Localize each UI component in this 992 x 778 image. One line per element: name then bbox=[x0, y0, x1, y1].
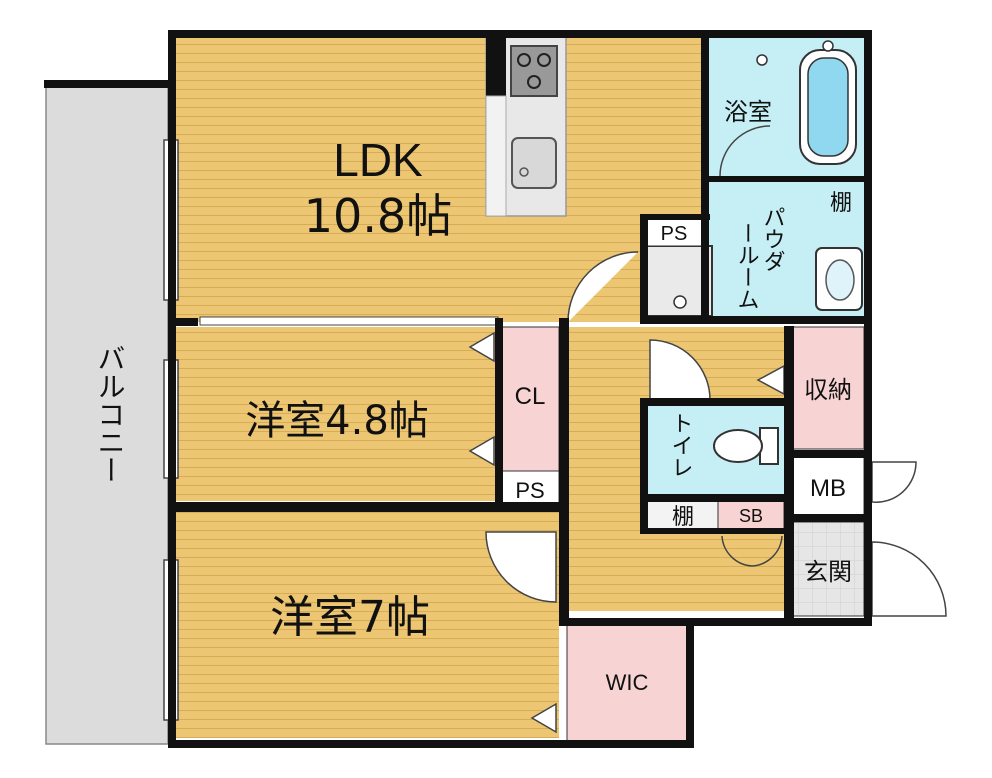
shoe-box-door bbox=[721, 535, 783, 567]
closet-door-mark bbox=[468, 331, 495, 363]
sliding-partition bbox=[199, 316, 499, 326]
pipe-space-lower-label: PS bbox=[515, 478, 544, 503]
walls bbox=[168, 30, 872, 748]
shelf-toilet-label: 棚 bbox=[672, 505, 694, 530]
powder-room-label-line1: パウダ bbox=[760, 206, 785, 272]
toilet-bowl bbox=[713, 429, 763, 463]
ldk-size: 10.8帖 bbox=[304, 189, 452, 243]
sink bbox=[511, 137, 557, 189]
shelf-bath-label: 棚 bbox=[830, 191, 852, 216]
entrance-floor bbox=[791, 521, 865, 617]
ldk-name: LDK bbox=[333, 134, 423, 186]
kitchen-wall-segment bbox=[486, 36, 506, 96]
bathroom-label: 浴室 bbox=[724, 98, 772, 126]
toilet-label: トイレ bbox=[668, 412, 693, 478]
wic-door-mark bbox=[530, 702, 557, 734]
burner-icon bbox=[527, 75, 541, 89]
western-room-1-label: 洋室4.8帖 bbox=[245, 398, 429, 444]
shower-icon bbox=[756, 54, 768, 66]
bathtub-water bbox=[807, 57, 849, 157]
shoe-box-label: SB bbox=[739, 506, 763, 526]
walk-in-closet-box bbox=[566, 623, 688, 743]
shelf-toilet-box bbox=[645, 499, 719, 533]
powder-room-label-line2: ールーム bbox=[734, 222, 759, 310]
pipe-space-upper-label: PS bbox=[661, 223, 688, 245]
walk-in-closet-label: WIC bbox=[606, 670, 649, 695]
bathroom-door-swing bbox=[719, 125, 771, 177]
western-room-2-label: 洋室7帖 bbox=[270, 592, 430, 643]
balcony-area bbox=[45, 83, 169, 745]
western-room-1-floor bbox=[175, 327, 499, 501]
basin-bowl bbox=[825, 259, 855, 301]
counter-edge bbox=[485, 95, 507, 217]
powder-door-swing bbox=[567, 251, 639, 323]
storage-room-box bbox=[791, 326, 865, 450]
burner-icon bbox=[517, 53, 531, 67]
meter-door-swing bbox=[871, 461, 917, 503]
pipe-space-upper-box bbox=[645, 215, 703, 247]
storage-room-label: 収納 bbox=[804, 376, 852, 404]
sink-drain-icon bbox=[519, 167, 529, 177]
ldk-floor bbox=[175, 36, 701, 322]
entrance-label: 玄関 bbox=[804, 558, 852, 586]
meter-box-label: MB bbox=[810, 475, 846, 502]
closet-label: CL bbox=[515, 383, 546, 410]
burner-icon bbox=[537, 53, 551, 67]
western-room-2-door-swing bbox=[485, 531, 557, 603]
faucet-icon bbox=[822, 40, 834, 52]
drain-icon bbox=[673, 295, 687, 309]
balcony-top-edge bbox=[44, 80, 170, 88]
entrance-door-swing bbox=[871, 541, 947, 617]
closet-box bbox=[498, 326, 560, 472]
closet-door-mark bbox=[468, 435, 495, 467]
balcony-label: バルコニー bbox=[94, 344, 127, 484]
